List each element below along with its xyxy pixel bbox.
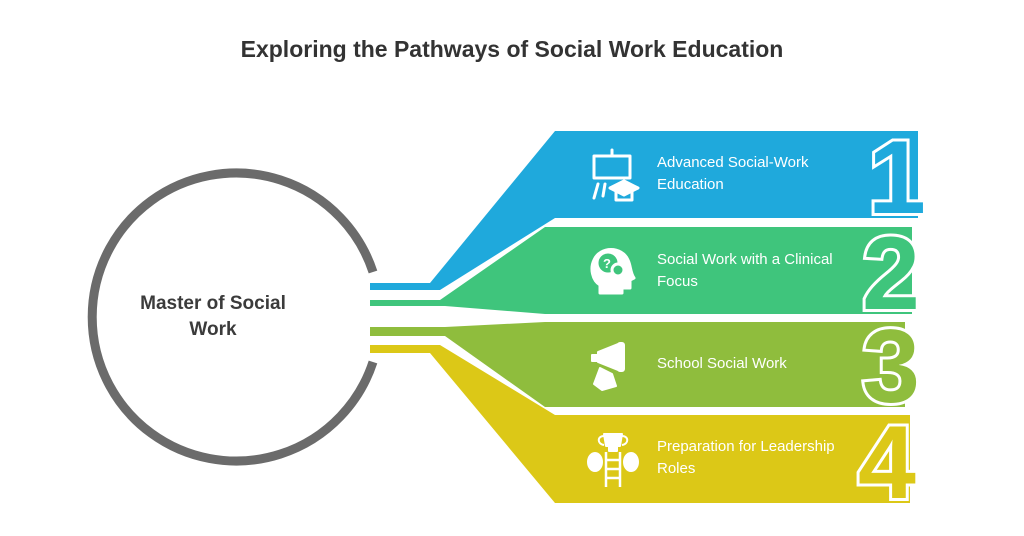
teaching-board-graduation-cap-icon	[592, 148, 640, 202]
pathway-label-4: Preparation for Leadership Roles	[657, 438, 835, 477]
hub-circle	[87, 168, 378, 466]
pathway-number-3: 3	[862, 309, 920, 425]
diagram-title: Exploring the Pathways of Social Work Ed…	[240, 36, 784, 62]
pathway-number-2: 2	[862, 216, 920, 332]
head-question-magnifier-icon: ?	[590, 248, 636, 295]
pathway-number-4: 4	[858, 405, 916, 521]
pathway-band-3	[370, 322, 905, 407]
pathway-label-2: Social Work with a Clinical Focus	[657, 251, 833, 290]
pathway-label-1: Advanced Social-Work Education	[657, 154, 809, 193]
megaphone-hand-icon	[591, 342, 625, 391]
trophy-ladder-icon	[587, 433, 639, 487]
pathway-band-2	[370, 227, 912, 314]
pathway-number-1: 1	[868, 120, 926, 236]
pathway-band-4	[370, 345, 910, 503]
pathway-band-1	[370, 131, 918, 290]
hub-label: Master of Social Work	[140, 293, 286, 340]
svg-text:?: ?	[603, 256, 611, 271]
pathway-label-3: School Social Work	[657, 355, 787, 372]
